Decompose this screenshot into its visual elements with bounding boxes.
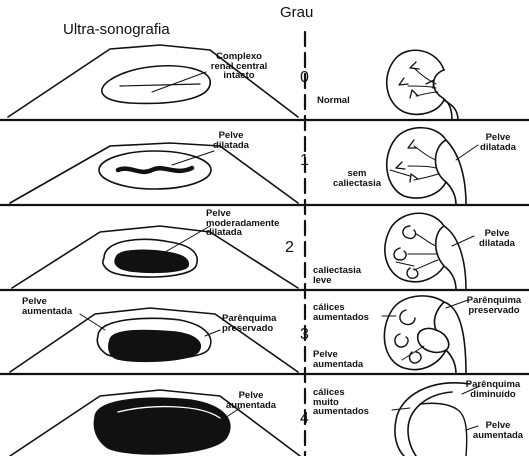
grade-2-kidney-right-label: Pelve dilatada bbox=[468, 229, 526, 248]
grade-3-us-left-label: Pelve aumentada bbox=[22, 297, 72, 316]
grade-3-kidney bbox=[382, 296, 468, 374]
grade-4-kidney-calices-label: cálices muito aumentados bbox=[313, 388, 369, 417]
grade-4-kidney-right-bottom-label: Pelve aumentada bbox=[468, 421, 528, 440]
grade-1-kidney-center-label: sem caliectasia bbox=[322, 169, 392, 188]
grade-3-kidney-right-label: Parênquima preservado bbox=[460, 296, 528, 315]
ultrasound-title: Ultra-sonografia bbox=[63, 22, 170, 37]
grade-2-us-label: Pelve moderadamente dilatada bbox=[206, 209, 279, 238]
grade-1-kidney-right-label: Pelve dilatada bbox=[470, 133, 526, 152]
grade-title: Grau bbox=[280, 5, 313, 20]
grade-1-ultrasound bbox=[10, 143, 298, 203]
grade-0-us-label: Complexo renal central intacto bbox=[200, 52, 278, 81]
grade-number-3: 3 bbox=[300, 327, 309, 343]
grade-1-us-label: Pelve dilatada bbox=[207, 131, 255, 150]
grade-0-kidney-label: Normal bbox=[317, 96, 350, 106]
grade-3-kidney-calices-label: cálices aumentados bbox=[313, 303, 369, 322]
grade-2-kidney-center-label: caliectasia leve bbox=[313, 266, 361, 285]
band-dividers bbox=[0, 120, 529, 374]
grade-number-0: 0 bbox=[300, 70, 309, 86]
grade-number-2: 2 bbox=[285, 240, 294, 256]
grade-1-kidney bbox=[387, 128, 478, 205]
grade-number-1: 1 bbox=[300, 153, 309, 169]
grade-number-4: 4 bbox=[300, 411, 309, 427]
grade-3-kidney-pelvis-label: Pelve aumentada bbox=[313, 350, 363, 369]
grade-2-kidney bbox=[385, 213, 474, 290]
grade-0-kidney bbox=[387, 50, 458, 120]
grade-4-kidney-right-top-label: Parênquima diminuído bbox=[458, 380, 528, 399]
grade-3-us-right-label: Parênquima preservado bbox=[222, 314, 276, 333]
grade-4-us-label: Pelve aumentada bbox=[222, 391, 280, 410]
